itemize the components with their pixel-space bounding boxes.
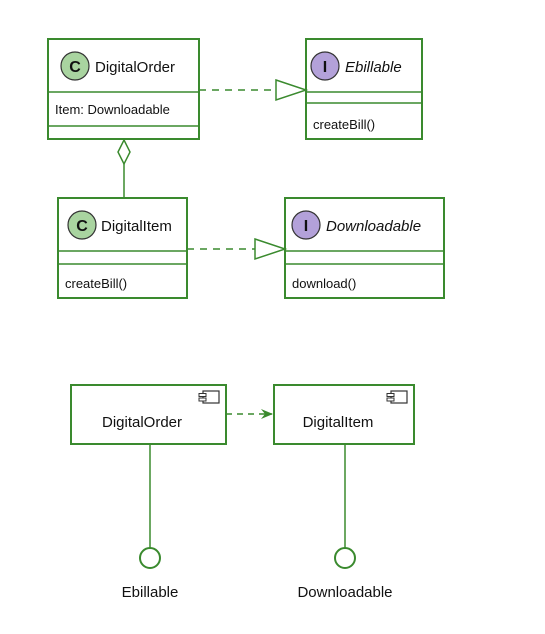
provided-interface-downloadable: Downloadable	[297, 444, 393, 601]
interface-badge-icon: I	[310, 51, 340, 81]
class-digital-order[interactable]: C DigitalOrder Item: Downloadable	[47, 38, 200, 140]
interface-ebillable[interactable]: I Ebillable createBill()	[305, 38, 423, 140]
component-icon	[386, 390, 408, 404]
class-badge-icon: C	[67, 210, 97, 240]
component-icon	[198, 390, 220, 404]
realization-digital-item-downloadable	[187, 237, 288, 261]
svg-text:C: C	[76, 218, 88, 235]
svg-text:I: I	[323, 59, 327, 76]
component-name-digital-order: DigitalOrder	[102, 414, 182, 431]
provided-interface-ebillable: Ebillable	[122, 444, 179, 601]
interface-name-ebillable: Ebillable	[345, 59, 402, 76]
component-digital-item[interactable]: DigitalItem	[273, 384, 415, 445]
method-create-bill: createBill()	[313, 117, 375, 132]
interface-label-ebillable: Ebillable	[122, 584, 179, 601]
component-name-digital-item: DigitalItem	[303, 414, 374, 431]
svg-text:I: I	[304, 218, 308, 235]
class-digital-item[interactable]: C DigitalItem createBill()	[57, 197, 188, 299]
class-name-digital-order: DigitalOrder	[95, 59, 175, 76]
interface-downloadable[interactable]: I Downloadable download()	[284, 197, 445, 299]
method-create-bill: createBill()	[65, 276, 127, 291]
class-name-digital-item: DigitalItem	[101, 218, 172, 235]
component-digital-order[interactable]: DigitalOrder	[70, 384, 227, 445]
realization-digital-order-ebillable	[199, 78, 309, 102]
attribute-item: Item: Downloadable	[55, 102, 170, 117]
aggregation-digital-order-digital-item	[117, 138, 131, 198]
method-download: download()	[292, 276, 356, 291]
interface-label-downloadable: Downloadable	[297, 584, 392, 601]
interface-name-downloadable: Downloadable	[326, 218, 421, 235]
svg-text:C: C	[69, 59, 81, 76]
interface-badge-icon: I	[291, 210, 321, 240]
class-badge-icon: C	[60, 51, 90, 81]
